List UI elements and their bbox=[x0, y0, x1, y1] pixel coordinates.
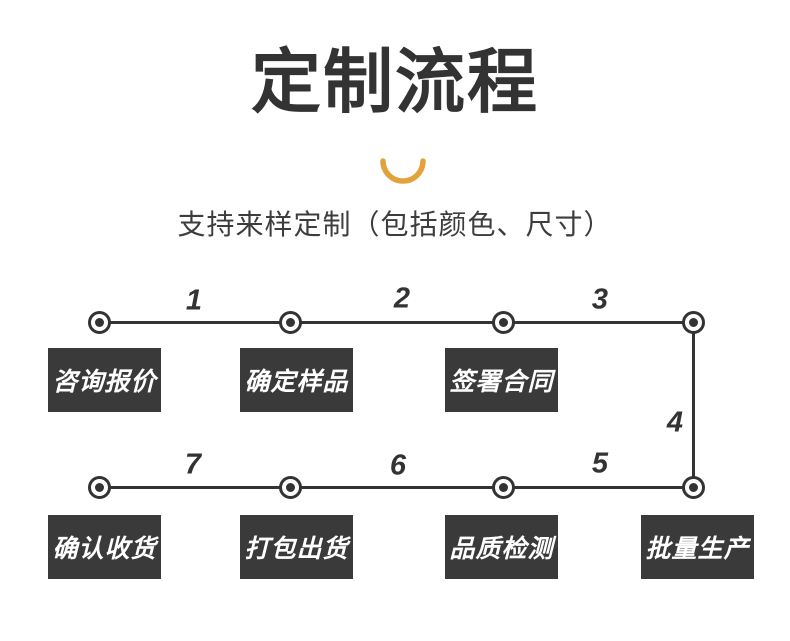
node-dot bbox=[689, 318, 698, 327]
node-dot bbox=[499, 483, 508, 492]
connector-node bbox=[279, 476, 302, 499]
connector-node bbox=[682, 311, 705, 334]
segment-number-1: 1 bbox=[185, 284, 203, 317]
page-subtitle: 支持来样定制（包括颜色、尺寸） bbox=[177, 209, 613, 240]
segment-number-7: 7 bbox=[184, 448, 202, 481]
connector-node bbox=[492, 476, 515, 499]
page-title: 定制流程 bbox=[251, 43, 539, 121]
segment-number-2: 2 bbox=[393, 282, 411, 315]
segment-number-4: 4 bbox=[666, 406, 684, 439]
node-dot bbox=[689, 483, 698, 492]
node-dot bbox=[499, 318, 508, 327]
connector-node bbox=[88, 311, 111, 334]
step-box-confirm-receipt: 确认收货 bbox=[48, 515, 161, 579]
connector-node bbox=[682, 476, 705, 499]
node-dot bbox=[286, 318, 295, 327]
flow-line-right-connector bbox=[692, 322, 695, 488]
arc-underline-icon bbox=[380, 158, 426, 184]
segment-number-6: 6 bbox=[389, 449, 407, 482]
connector-node bbox=[279, 311, 302, 334]
step-box-mass-production: 批量生产 bbox=[641, 515, 754, 579]
step-box-confirm-sample: 确定样品 bbox=[240, 348, 353, 412]
step-box-sign-contract: 签署合同 bbox=[445, 348, 558, 412]
node-dot bbox=[95, 483, 104, 492]
flow-line-top bbox=[99, 321, 694, 324]
node-dot bbox=[95, 318, 104, 327]
step-box-inquiry-quote: 咨询报价 bbox=[48, 348, 161, 412]
flow-line-bottom bbox=[99, 486, 694, 489]
segment-number-5: 5 bbox=[591, 447, 609, 480]
step-box-pack-ship: 打包出货 bbox=[240, 515, 353, 579]
connector-node bbox=[88, 476, 111, 499]
node-dot bbox=[286, 483, 295, 492]
step-box-quality-inspection: 品质检测 bbox=[445, 515, 558, 579]
connector-node bbox=[492, 311, 515, 334]
segment-number-3: 3 bbox=[591, 283, 609, 316]
